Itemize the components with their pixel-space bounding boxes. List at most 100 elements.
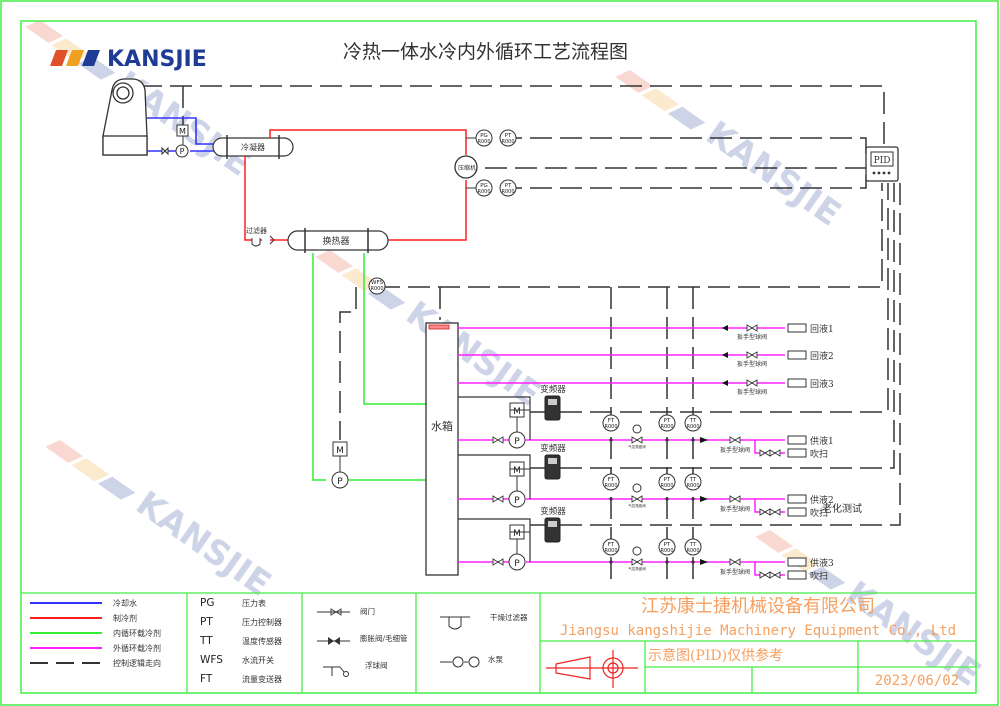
supply-label: 供液2 <box>810 494 834 506</box>
outer-pump-1: M P 变频器 <box>492 384 566 449</box>
svg-text:冷却水: 冷却水 <box>113 598 137 608</box>
ball-valve-icon <box>729 436 741 444</box>
svg-text:扳手型球阀: 扳手型球阀 <box>720 505 750 513</box>
svg-text:R000: R000 <box>686 424 699 430</box>
instruments: FTR000PTR000TTR000气控角座阀FTR000PTR000TTR00… <box>602 414 708 571</box>
svg-text:PID: PID <box>874 156 891 166</box>
svg-text:扳手型球阀: 扳手型球阀 <box>720 446 750 454</box>
pump-valve-icon <box>492 436 504 444</box>
svg-text:PT: PT <box>664 542 671 548</box>
legend-symbol-label: 干燥过滤器 <box>490 612 528 622</box>
svg-text:R000: R000 <box>660 424 673 430</box>
svg-text:WFS: WFS <box>371 280 384 286</box>
svg-text:P: P <box>514 559 520 569</box>
legend-symbol-label: 阀门 <box>360 607 375 616</box>
aging-test-label: 老化测试 <box>822 502 862 515</box>
drawing-note: 示意图(PID)仅供参考 <box>648 647 783 664</box>
company-logo: KANSJIE <box>50 47 207 72</box>
ball-valve-icon <box>729 558 741 566</box>
check-valve-icon <box>769 571 781 579</box>
legend-symbol-label: 膨胀阀/毛细管 <box>360 633 408 643</box>
legend-symbol-label: 浮球阀 <box>365 660 388 670</box>
svg-text:制冷剂: 制冷剂 <box>113 613 137 623</box>
fan-icon <box>116 86 130 100</box>
pid-controller: PID <box>865 146 899 182</box>
check-valve-icon <box>759 508 771 516</box>
condenser: 冷凝器 <box>212 135 294 159</box>
svg-text:TT: TT <box>689 542 697 548</box>
watermark-layer: KANSJIE KANSJIE KANSJIE KANSJIE KANSJIE <box>25 20 988 695</box>
water-tank: 水箱 <box>425 322 459 576</box>
return-label: 回液3 <box>810 378 834 390</box>
svg-text:外循环载冷剂: 外循环载冷剂 <box>113 643 161 653</box>
svg-text:R000: R000 <box>501 189 514 195</box>
svg-text:R000: R000 <box>686 548 699 554</box>
solenoid-valve-icon <box>631 495 643 503</box>
filter-drier: 过滤器 <box>246 226 275 247</box>
purge-label: 吹扫 <box>810 507 828 519</box>
svg-text:TT: TT <box>199 635 213 647</box>
pump-valve-icon <box>492 558 504 566</box>
svg-text:内循环载冷剂: 内循环载冷剂 <box>113 628 161 638</box>
svg-text:压力控制器: 压力控制器 <box>242 617 282 627</box>
supply-label: 供液1 <box>810 435 834 447</box>
svg-text:R000: R000 <box>660 548 673 554</box>
title-block: 江苏康士捷机械设备有限公司 Jiangsu kangshijie Machine… <box>546 596 959 689</box>
svg-text:R000: R000 <box>604 483 617 489</box>
solenoid-valve: 气控角座阀 <box>628 546 708 571</box>
outer-loop-black <box>458 396 531 562</box>
supply-label: 供液3 <box>810 557 834 569</box>
compressor: 压缩机 <box>454 155 478 179</box>
inverter-label: 变频器 <box>540 384 566 395</box>
solenoid-valve: 气控角座阀 <box>628 483 708 508</box>
svg-text:R000: R000 <box>604 424 617 430</box>
inner-loop-lines <box>312 253 426 481</box>
svg-text:M: M <box>336 446 344 456</box>
svg-text:PG: PG <box>200 597 214 609</box>
cooling-water-pump: M P <box>175 124 189 158</box>
svg-text:WFS: WFS <box>200 654 223 666</box>
solenoid-valve-icon <box>631 558 643 566</box>
company-name-cn: 江苏康士捷机械设备有限公司 <box>641 596 875 617</box>
svg-text:PT: PT <box>200 616 213 628</box>
svg-text:R000: R000 <box>370 286 383 292</box>
svg-text:扳手型球阀: 扳手型球阀 <box>737 360 767 368</box>
ball-valve-icon <box>746 379 758 387</box>
svg-text:P: P <box>514 496 520 506</box>
svg-text:M: M <box>513 407 521 417</box>
svg-text:P: P <box>180 147 185 156</box>
svg-text:P: P <box>337 477 343 487</box>
svg-text:M: M <box>179 127 186 136</box>
check-valve-icon <box>769 508 781 516</box>
drawing-date: 2023/06/02 <box>875 673 959 689</box>
svg-text:扳手型球阀: 扳手型球阀 <box>737 388 767 396</box>
svg-text:扳手型球阀: 扳手型球阀 <box>720 568 750 576</box>
legend-block <box>21 592 976 693</box>
return-line-3: 扳手型球阀 回液3 <box>722 378 834 396</box>
svg-text:FT: FT <box>608 542 615 548</box>
svg-text:M: M <box>513 529 521 539</box>
svg-text:扳手型球阀: 扳手型球阀 <box>737 333 767 341</box>
svg-text:控制逻辑走向: 控制逻辑走向 <box>113 658 161 668</box>
svg-text:P: P <box>514 437 520 447</box>
projection-symbol-icon <box>546 650 638 688</box>
ball-valve-icon <box>746 324 758 332</box>
control-lines <box>140 85 901 585</box>
diagram-title: 冷热一体水冷内外循环工艺流程图 <box>343 41 628 63</box>
solenoid-valve-icon <box>631 436 643 444</box>
purge-label: 吹扫 <box>810 570 828 582</box>
svg-text:温度传感器: 温度传感器 <box>242 636 282 646</box>
